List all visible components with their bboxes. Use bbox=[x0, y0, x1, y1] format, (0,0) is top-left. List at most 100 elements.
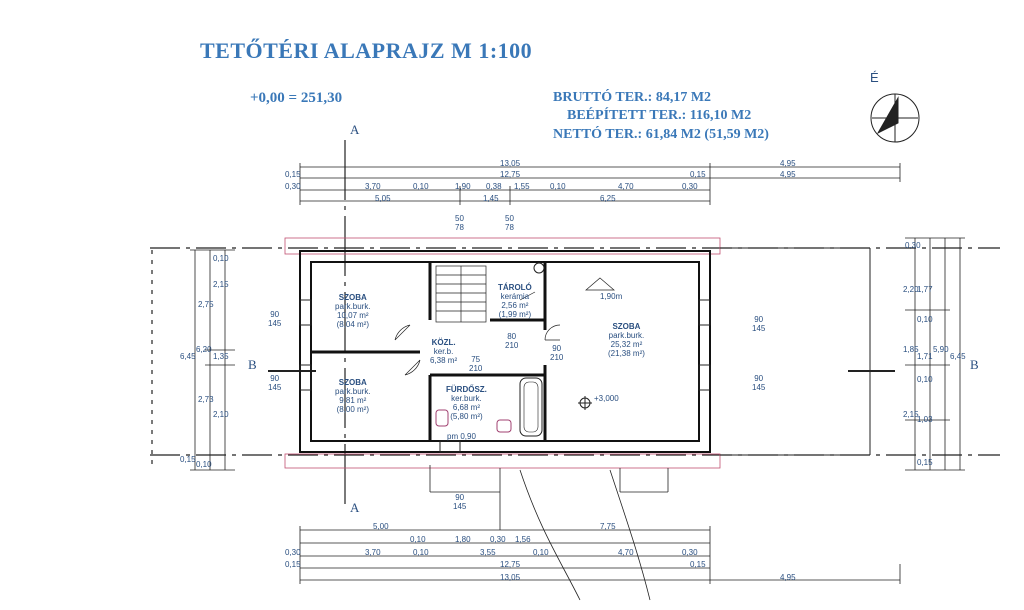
dim-text: 0,10 bbox=[213, 254, 229, 263]
dim-text: 6,25 bbox=[600, 194, 616, 203]
top-dimension-lines bbox=[299, 163, 901, 205]
dim-text: 12,75 bbox=[500, 170, 521, 179]
dim-text: 0,38 bbox=[486, 182, 502, 191]
roof-edge-bottom bbox=[284, 453, 721, 469]
dim-text: 0,30 bbox=[490, 535, 506, 544]
dim-text: 0,10 bbox=[410, 535, 426, 544]
level-reference: +0,00 = 251,30 bbox=[250, 90, 343, 106]
chimney bbox=[533, 262, 545, 274]
dim-text: 7,75 bbox=[600, 522, 616, 531]
dim-text: 0,10 bbox=[533, 548, 549, 557]
elevation-annotation: +3,000 bbox=[594, 394, 619, 403]
built-area: BEÉPÍTETT TER.: 116,10 M2 bbox=[567, 108, 752, 123]
dim-text: 0,15 bbox=[917, 458, 933, 467]
dim-text: 3,70 bbox=[365, 182, 381, 191]
dim-text: 0,10 bbox=[917, 315, 933, 324]
dim-text: 0,15 bbox=[180, 455, 196, 464]
dim-text: 1,90 bbox=[455, 182, 471, 191]
dim-text: 0,30 bbox=[905, 241, 921, 250]
dim-text: 6,45 bbox=[950, 352, 966, 361]
section-a-top: A bbox=[350, 122, 360, 137]
dim-text: 0,10 bbox=[550, 182, 566, 191]
bathtub bbox=[519, 377, 543, 437]
dim-text: 12,75 bbox=[500, 560, 521, 569]
room-label: SZOBA park.burk. 10,07 m² (8,04 m²) bbox=[335, 293, 371, 329]
dim-text: 0,10 bbox=[413, 548, 429, 557]
dim-text: 0,30 bbox=[682, 182, 698, 191]
net-area: NETTÓ TER.: 61,84 M2 (51,59 M2) bbox=[553, 127, 769, 142]
dim-text: 2,75 bbox=[198, 300, 214, 309]
drawing-title: TETŐTÉRI ALAPRAJZ M 1:100 bbox=[200, 38, 533, 63]
dim-text: 2,10 bbox=[213, 410, 229, 419]
dim-text: 4,95 bbox=[780, 573, 796, 582]
dim-text: 4,70 bbox=[618, 548, 634, 557]
section-a-bottom: A bbox=[350, 500, 360, 515]
parapet-height: pm 0,90 bbox=[447, 432, 476, 441]
dim-text: 13,05 bbox=[500, 159, 521, 168]
window-marks bbox=[299, 299, 711, 453]
north-label: É bbox=[870, 70, 879, 85]
bottom-dimension-lines bbox=[299, 526, 901, 584]
section-b-left: B bbox=[248, 357, 257, 372]
dim-text: 2,15 bbox=[213, 280, 229, 289]
dim-text: 0,30 bbox=[285, 182, 301, 191]
exterior-wall-outer bbox=[299, 250, 711, 453]
room-label: KÖZL. ker.b. 6,38 m² bbox=[430, 338, 458, 365]
dim-text: 0,15 bbox=[285, 170, 301, 179]
dim-text: 6,20 bbox=[196, 345, 212, 354]
dim-text: 4,95 bbox=[780, 159, 796, 168]
sink bbox=[496, 419, 512, 433]
room-label: SZOBA park.burk. 25,32 m² (21,38 m²) bbox=[608, 322, 645, 358]
dim-text: 0,10 bbox=[917, 375, 933, 384]
staircase bbox=[435, 265, 487, 323]
interior-walls bbox=[311, 262, 547, 441]
room-label: FÜRDŐSZ. ker.burk. 6,68 m² (5,80 m²) bbox=[446, 385, 487, 421]
dim-text: 3,55 bbox=[480, 548, 496, 557]
room-label: SZOBA park.burk. 9,81 m² (8,00 m²) bbox=[335, 378, 371, 414]
dim-text: 1,35 bbox=[213, 352, 229, 361]
dim-text: 0,10 bbox=[413, 182, 429, 191]
dim-text: 5,90 bbox=[933, 345, 949, 354]
dim-text: 0,10 bbox=[196, 460, 212, 469]
dim-text: 1,85 bbox=[903, 345, 919, 354]
dim-text: 1,71 bbox=[917, 352, 933, 361]
dim-text: 13,05 bbox=[500, 573, 521, 582]
gross-area: BRUTTÓ TER.: 84,17 M2 bbox=[553, 90, 712, 105]
toilet bbox=[435, 409, 449, 427]
dim-text: 5,05 bbox=[375, 194, 391, 203]
dim-text: 2,73 bbox=[198, 395, 214, 404]
dim-text: 3,70 bbox=[365, 548, 381, 557]
dim-text: 4,95 bbox=[780, 170, 796, 179]
dim-text: 0,15 bbox=[285, 560, 301, 569]
roof-edge-top bbox=[284, 237, 721, 255]
height-annotation: 1,90m bbox=[600, 292, 623, 301]
left-dimension-lines bbox=[190, 249, 235, 471]
dim-text: 2,20 bbox=[903, 285, 919, 294]
entry-lines bbox=[429, 465, 669, 601]
dim-text: 1,77 bbox=[917, 285, 933, 294]
dim-text: 5,00 bbox=[373, 522, 389, 531]
dim-text: 1,03 bbox=[917, 415, 933, 424]
dim-text: 0,15 bbox=[690, 170, 706, 179]
dim-text: 0,30 bbox=[682, 548, 698, 557]
dim-text: 1,80 bbox=[455, 535, 471, 544]
dim-text: 6,45 bbox=[180, 352, 196, 361]
dim-text: 1,55 bbox=[514, 182, 530, 191]
room-label: TÁROLÓ kerámia 2,56 m² (1,99 m²) bbox=[498, 283, 532, 319]
dim-text: 4,70 bbox=[618, 182, 634, 191]
dim-text: 0,15 bbox=[690, 560, 706, 569]
section-b-right: B bbox=[970, 357, 979, 372]
north-arrow-icon bbox=[870, 93, 920, 143]
right-dimension-lines bbox=[905, 237, 965, 471]
